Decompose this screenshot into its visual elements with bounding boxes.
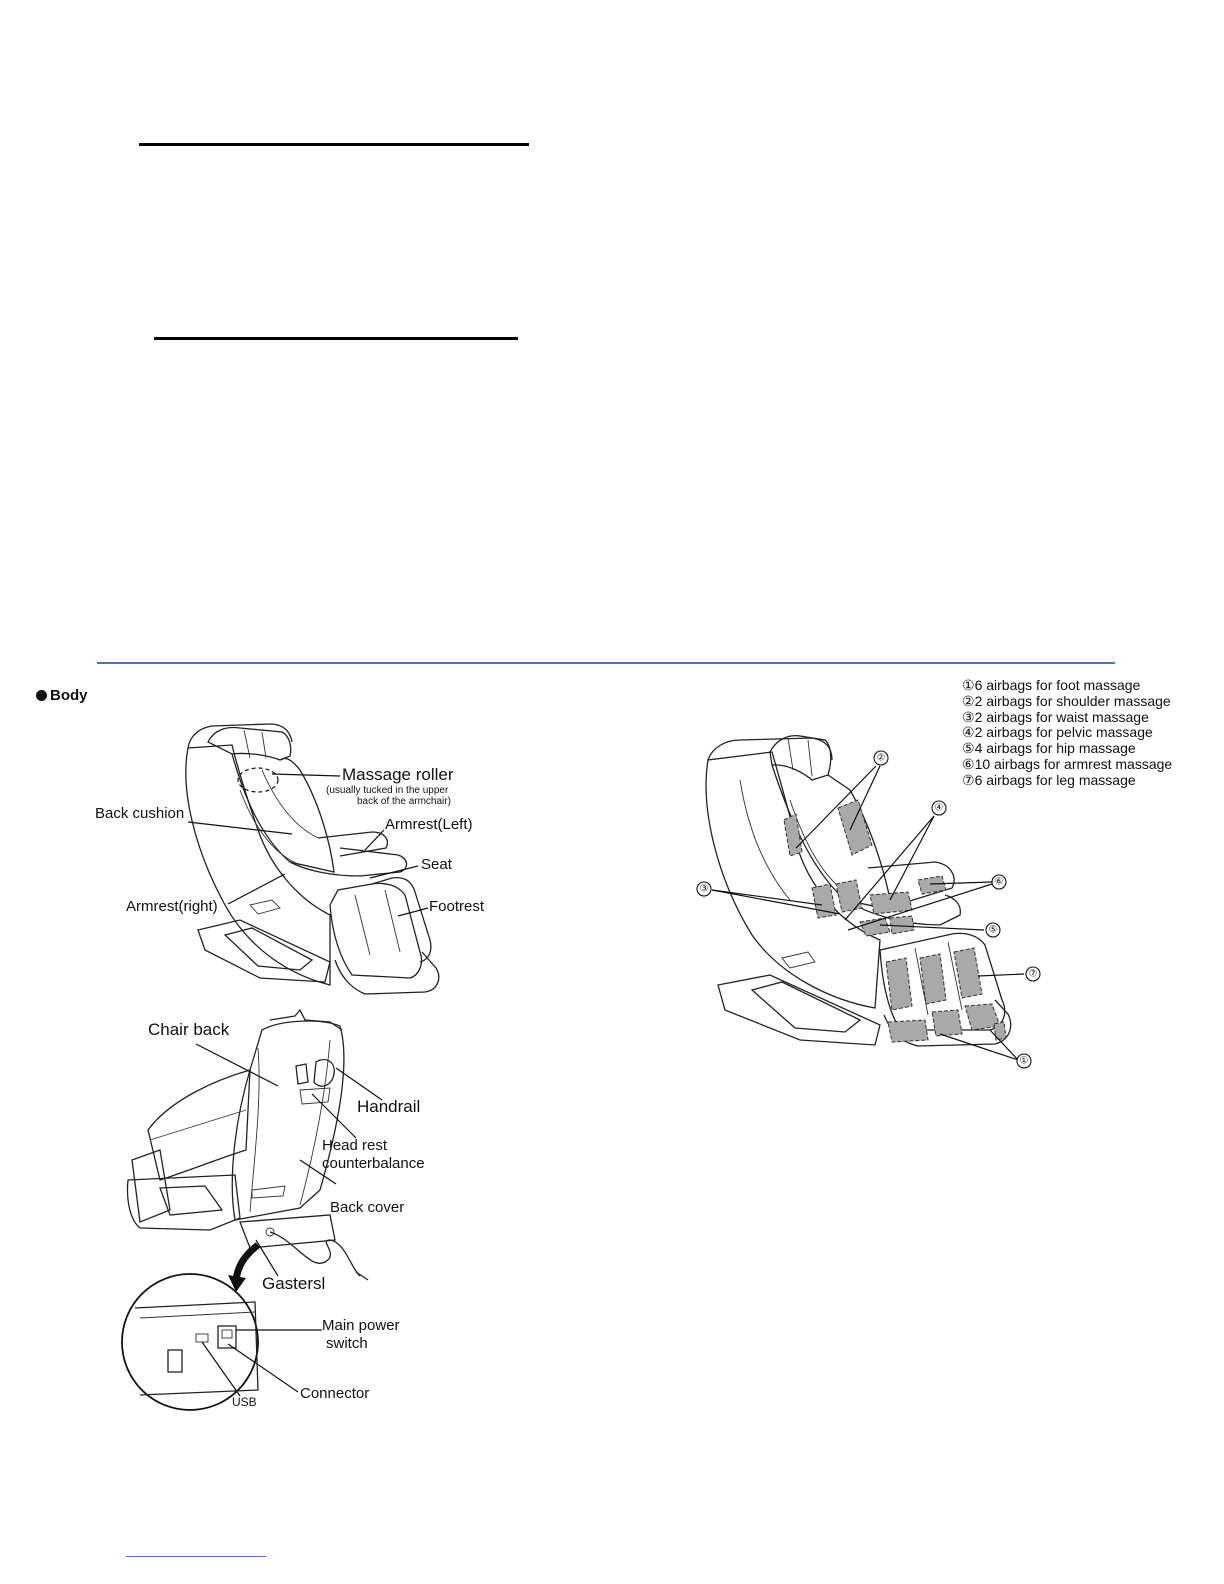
top-rule-2: [154, 337, 518, 340]
label-main-power-1: Main power: [322, 1317, 400, 1334]
label-seat: Seat: [421, 856, 452, 873]
footer-rule: [126, 1556, 266, 1557]
callout-1: ①: [1016, 1053, 1032, 1069]
label-handrail: Handrail: [357, 1097, 421, 1116]
label-armrest-left: Armrest(Left): [385, 816, 473, 833]
bullet-icon: [36, 690, 47, 701]
label-footrest: Footrest: [429, 898, 485, 915]
svg-text:②: ②: [877, 753, 886, 764]
legend-item: ⑦6 airbags for leg massage: [962, 771, 1136, 788]
label-head-rest-2: counterbalance: [322, 1155, 425, 1172]
section-heading: Body: [36, 687, 88, 704]
svg-text:③: ③: [700, 884, 709, 895]
label-usb: USB: [232, 1395, 257, 1409]
svg-text:⑥: ⑥: [995, 877, 1004, 888]
label-head-rest-1: Head rest: [322, 1137, 388, 1154]
label-connector: Connector: [300, 1385, 370, 1402]
section-title: Body: [50, 687, 88, 704]
callout-4: ④: [931, 800, 947, 816]
label-back-cover: Back cover: [330, 1199, 405, 1216]
callout-2: ②: [873, 750, 889, 766]
label-massage-roller-note-1: (usually tucked in the upper: [326, 785, 449, 796]
label-main-power-2: switch: [326, 1335, 368, 1352]
svg-text:④: ④: [935, 803, 944, 814]
legend-item: ⑤4 airbags for hip massage: [962, 740, 1136, 757]
callout-6: ⑥: [991, 874, 1007, 890]
label-massage-roller: Massage roller: [342, 765, 454, 784]
label-chair-back: Chair back: [148, 1020, 230, 1039]
callout-3: ③: [696, 881, 712, 897]
svg-text:①: ①: [1020, 1056, 1029, 1067]
callout-7: ⑦: [1025, 966, 1041, 982]
legend-item: ⑥10 airbags for armrest massage: [962, 755, 1173, 772]
label-casters: Gastersl: [262, 1274, 326, 1293]
svg-text:⑦: ⑦: [1029, 969, 1038, 980]
label-massage-roller-note-2: back of the armchair): [357, 796, 451, 807]
airbag-legend: ①6 airbags for foot massage ②2 airbags f…: [962, 677, 1173, 789]
section-divider: [97, 662, 1115, 664]
legend-item: ④2 airbags for pelvic massage: [962, 724, 1153, 741]
callout-5: ⑤: [985, 922, 1001, 938]
legend-item: ②2 airbags for shoulder massage: [962, 692, 1171, 709]
svg-text:⑤: ⑤: [989, 925, 998, 936]
legend-item: ①6 airbags for foot massage: [962, 677, 1141, 693]
label-armrest-right: Armrest(right): [126, 898, 218, 915]
label-back-cushion: Back cushion: [95, 805, 185, 822]
legend-item: ③2 airbags for waist massage: [962, 708, 1149, 725]
top-rule-1: [139, 143, 529, 146]
